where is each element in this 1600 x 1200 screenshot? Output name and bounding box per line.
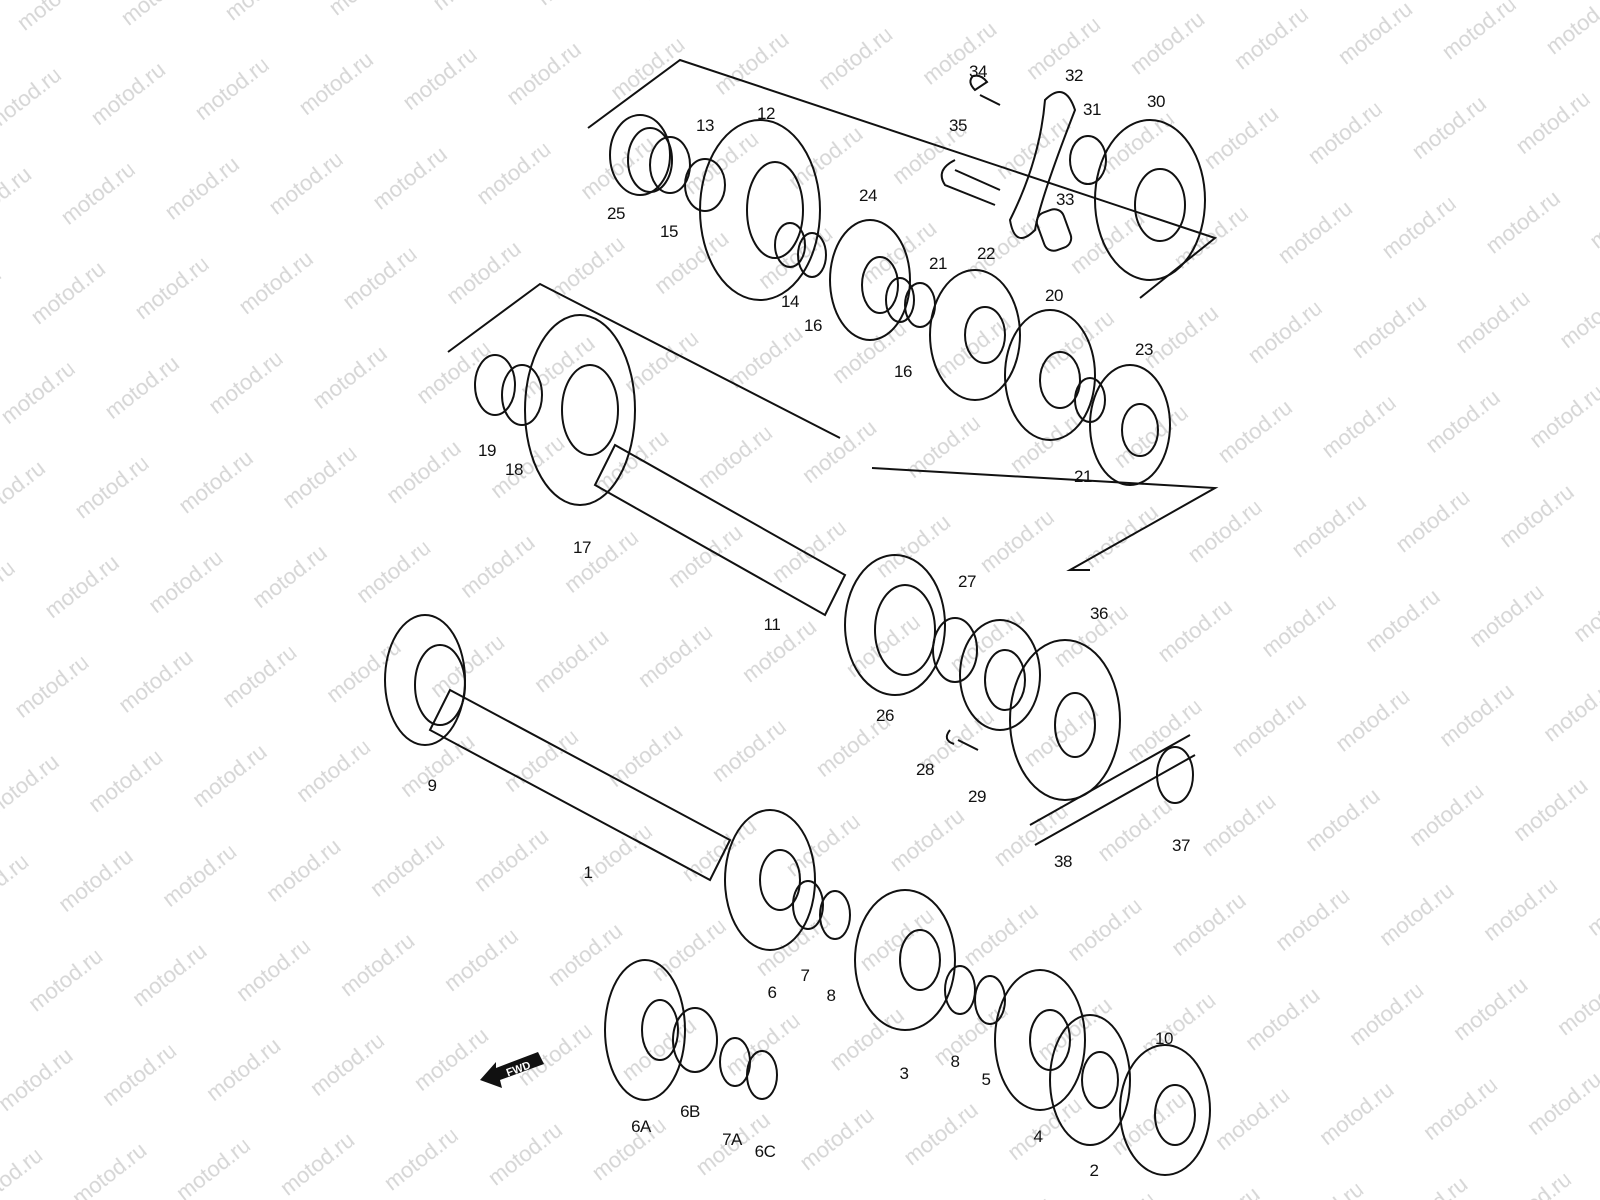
part-label-8: 8 <box>950 1052 960 1071</box>
part-label-25: 25 <box>607 204 625 223</box>
driveshaft-1 <box>428 688 732 882</box>
chain-38 <box>1029 734 1196 846</box>
part-label-28: 28 <box>916 760 934 779</box>
circlip-8 <box>819 890 851 940</box>
part-label-34: 34 <box>969 62 987 81</box>
spacer-33 <box>1035 208 1073 252</box>
part-label-11: 11 <box>763 615 781 634</box>
fwd-arrow-icon: FWD <box>480 1052 544 1088</box>
group-frame-middle <box>447 282 841 439</box>
gear-17 <box>524 314 636 506</box>
part-label-19: 19 <box>478 441 496 460</box>
bolt-29 <box>945 729 979 751</box>
bearing-9 <box>384 614 466 746</box>
part-label-33: 33 <box>1056 190 1074 209</box>
bushing-31 <box>1069 135 1107 185</box>
gear-6 <box>724 809 816 951</box>
part-label-6b: 6B <box>680 1102 700 1121</box>
seal-27 <box>932 617 978 683</box>
bearing-10 <box>1119 1044 1211 1176</box>
part-label-23: 23 <box>1135 340 1153 359</box>
circlip-19 <box>474 354 516 416</box>
clip-37 <box>1156 746 1194 804</box>
part-label-37: 37 <box>1172 836 1190 855</box>
gear-23 <box>1089 364 1171 486</box>
part-label-22: 22 <box>977 244 995 263</box>
part-label-16: 16 <box>804 316 822 335</box>
gear-3 <box>854 889 956 1031</box>
part-label-36: 36 <box>1090 604 1108 623</box>
bushing-6b <box>672 1007 718 1073</box>
part-label-24: 24 <box>859 186 877 205</box>
part-label-6c: 6C <box>754 1142 776 1161</box>
part-label-10: 10 <box>1155 1029 1173 1048</box>
bearing-25 <box>609 114 673 196</box>
part-label-35: 35 <box>949 116 967 135</box>
sprocket-36 <box>1009 639 1121 801</box>
part-label-15: 15 <box>660 222 678 241</box>
gear-30 <box>1094 119 1206 281</box>
part-label-38: 38 <box>1054 852 1072 871</box>
part-label-14: 14 <box>781 292 799 311</box>
part-label-20: 20 <box>1045 286 1063 305</box>
part-label-30: 30 <box>1147 92 1165 111</box>
plate-28 <box>959 619 1041 731</box>
countershaft-11 <box>593 443 847 617</box>
part-label-8: 8 <box>826 986 836 1005</box>
part-label-7a: 7A <box>722 1130 742 1149</box>
group-frame-upper <box>587 58 1218 299</box>
part-label-29: 29 <box>968 787 986 806</box>
part-label-32: 32 <box>1065 66 1083 85</box>
part-label-12: 12 <box>757 104 775 123</box>
part-label-21: 21 <box>929 254 947 273</box>
part-label-3: 3 <box>899 1064 909 1083</box>
gear-2 <box>1049 1014 1131 1146</box>
gear-20 <box>1004 309 1096 441</box>
screw-34 <box>969 74 1001 106</box>
washer-7a <box>719 1037 751 1087</box>
gear-24 <box>829 219 911 341</box>
washer-18 <box>501 364 543 426</box>
part-label-7: 7 <box>800 966 810 985</box>
washer-7 <box>792 880 824 930</box>
part-label-17: 17 <box>573 538 591 557</box>
washer-14 <box>774 222 806 268</box>
gear-4 <box>994 969 1086 1111</box>
circlip-16 <box>797 232 827 278</box>
part-label-26: 26 <box>876 706 894 725</box>
part-label-6: 6 <box>767 983 777 1002</box>
part-label-1: 1 <box>583 863 593 882</box>
gear-6a <box>604 959 686 1101</box>
bearing-13 <box>684 158 726 212</box>
bearing-26 <box>844 554 946 696</box>
part-label-27: 27 <box>958 572 976 591</box>
gear-12 <box>699 119 821 301</box>
part-label-21: 21 <box>1074 467 1092 486</box>
washer-5 <box>974 975 1006 1025</box>
part-label-13: 13 <box>696 116 714 135</box>
circlip-8b <box>944 965 976 1015</box>
part-label-4: 4 <box>1033 1127 1043 1146</box>
circlip-16b <box>885 277 915 323</box>
part-label-5: 5 <box>981 1070 991 1089</box>
part-label-9: 9 <box>427 776 437 795</box>
plate-32 <box>1008 91 1077 239</box>
circlip-6c <box>746 1050 778 1100</box>
fwd-label: FWD <box>505 1059 533 1079</box>
part-label-2: 2 <box>1089 1161 1099 1180</box>
part-label-31: 31 <box>1083 100 1101 119</box>
washer-15 <box>649 136 691 194</box>
gear-22 <box>929 269 1021 401</box>
part-label-6a: 6A <box>631 1117 651 1136</box>
part-label-16: 16 <box>894 362 912 381</box>
bolt-35 <box>940 159 1001 206</box>
part-label-18: 18 <box>505 460 523 479</box>
